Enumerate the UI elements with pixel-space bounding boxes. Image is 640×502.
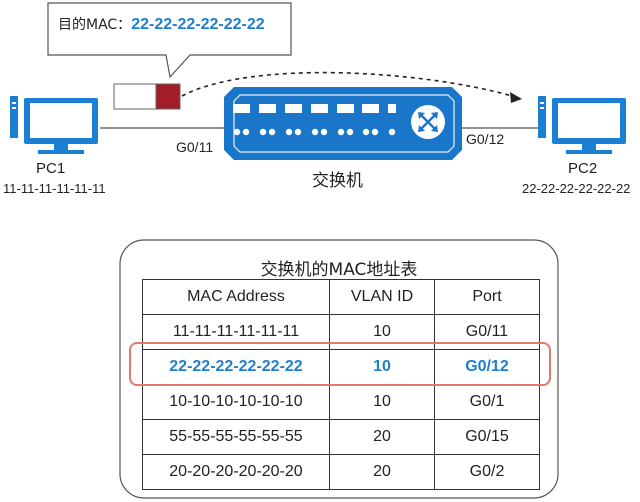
table-row: 55-55-55-55-55-55 20 G0/15 (142, 419, 540, 455)
pc2-name: PC2 (568, 160, 598, 177)
switch-led-icon (311, 128, 319, 136)
switch-port-icon (311, 104, 328, 113)
cell-mac: 10-10-10-10-10-10 (142, 384, 330, 420)
switch-device-icon (224, 87, 462, 160)
table-row-highlighted: 22-22-22-22-22-22 10 G0/12 (142, 349, 540, 385)
destination-mac-callout: 目的MAC：22-22-22-22-22-22 (58, 14, 265, 34)
cell-mac: 20-20-20-20-20-20 (142, 454, 330, 490)
table-header-row: MAC Address VLAN ID Port (142, 279, 540, 315)
switch-led-icon (337, 128, 345, 136)
pc2-computer-icon (538, 96, 626, 154)
frame-packet-icon (113, 83, 181, 110)
switch-port-icon (362, 104, 379, 113)
pc2-port-label: G0/12 (466, 131, 505, 147)
switch-port-icon (337, 104, 354, 113)
header-port: Port (434, 279, 540, 315)
switch-led-icon (285, 128, 293, 136)
pc1-mac: 11-11-11-11-11-11 (3, 181, 106, 196)
callout-mac: 22-22-22-22-22-22 (131, 16, 265, 33)
callout-bubble (47, 2, 292, 79)
pc1-name: PC1 (36, 160, 66, 177)
switch-led-icon (268, 128, 276, 136)
cell-port: G0/12 (434, 349, 540, 385)
switch-led-icon (259, 128, 267, 136)
callout-label: 目的MAC： (58, 17, 132, 33)
highlight-outline (129, 342, 551, 386)
switch-port-icon (388, 104, 396, 113)
switch-port-icon (233, 104, 250, 113)
switch-led-icon (346, 128, 354, 136)
forwarding-path-arrow (181, 71, 513, 97)
cell-mac: 55-55-55-55-55-55 (142, 419, 330, 455)
switch-led-icon (362, 128, 370, 136)
cell-vlan: 20 (329, 454, 435, 490)
cell-port: G0/2 (434, 454, 540, 490)
pc1-port-label: G0/11 (176, 139, 214, 155)
cell-vlan: 10 (329, 384, 435, 420)
table-row: 20-20-20-20-20-20 20 G0/2 (142, 454, 540, 490)
switch-led-icon (371, 128, 379, 136)
switch-led-icon (242, 128, 250, 136)
header-mac-address: MAC Address (142, 279, 330, 315)
header-vlan-id: VLAN ID (329, 279, 435, 315)
cell-port: G0/1 (434, 384, 540, 420)
mac-table-title: 交换机的MAC地址表 (260, 260, 418, 280)
cell-vlan: 20 (329, 419, 435, 455)
cell-port: G0/15 (434, 419, 540, 455)
cell-mac: 22-22-22-22-22-22 (142, 349, 330, 385)
table-row: 10-10-10-10-10-10 10 G0/1 (142, 384, 540, 420)
switch-port-icon (259, 104, 276, 113)
cell-vlan: 10 (329, 314, 435, 350)
switch-led-icon (294, 128, 302, 136)
switch-led-icon (233, 128, 241, 136)
arrow-head-icon (510, 92, 522, 103)
pc2-mac: 22-22-22-22-22-22 (522, 181, 631, 196)
switch-name: 交换机 (312, 171, 363, 191)
pc1-computer-icon (10, 96, 98, 154)
switch-led-icon (320, 128, 328, 136)
switch-port-icon (285, 104, 302, 113)
switch-led-icon (388, 128, 396, 136)
